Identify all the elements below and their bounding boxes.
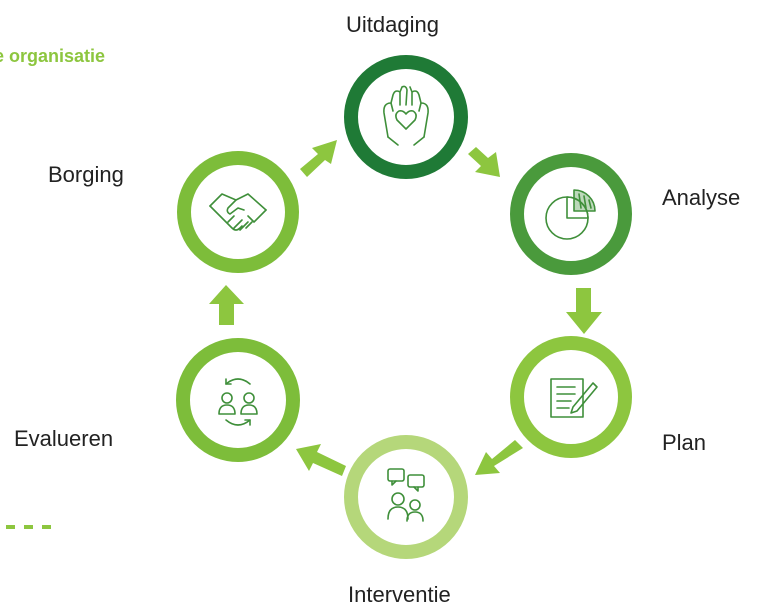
dash-mark xyxy=(42,525,51,529)
arrow-plan-to-interventie xyxy=(475,440,523,475)
notepad-pen-icon xyxy=(550,378,598,418)
stage-circle-analyse xyxy=(510,153,632,275)
handshake-icon xyxy=(209,193,267,231)
arrow-interventie-to-evalueren xyxy=(296,444,346,476)
exchange-people-icon xyxy=(218,378,258,426)
arrow-analyse-to-plan xyxy=(566,288,602,334)
heart-hands-icon xyxy=(383,85,429,146)
stage-label-evalueren: Evalueren xyxy=(14,426,114,451)
arrow-uitdaging-to-analyse xyxy=(468,147,500,177)
stage-label-interventie: Interventie xyxy=(348,582,451,607)
stage-circle-interventie xyxy=(344,435,468,559)
dash-mark xyxy=(24,525,33,529)
stage-circle-borging xyxy=(177,151,299,273)
arrow-evalueren-to-borging xyxy=(209,285,244,325)
arrow-borging-to-uitdaging xyxy=(300,140,337,177)
pie-chart-icon xyxy=(545,189,596,240)
dash-mark xyxy=(6,525,15,529)
stage-circle-evalueren xyxy=(176,338,300,462)
stage-label-borging: Borging xyxy=(48,162,124,187)
stage-label-analyse: Analyse xyxy=(662,185,741,210)
stage-circle-plan xyxy=(510,336,632,458)
stage-label-plan: Plan xyxy=(662,430,707,455)
stage-label-uitdaging: Uitdaging xyxy=(346,12,439,37)
header-fragment-text: e organisatie xyxy=(0,46,106,66)
stage-circle-uitdaging xyxy=(344,55,468,179)
people-chat-icon xyxy=(387,468,425,522)
